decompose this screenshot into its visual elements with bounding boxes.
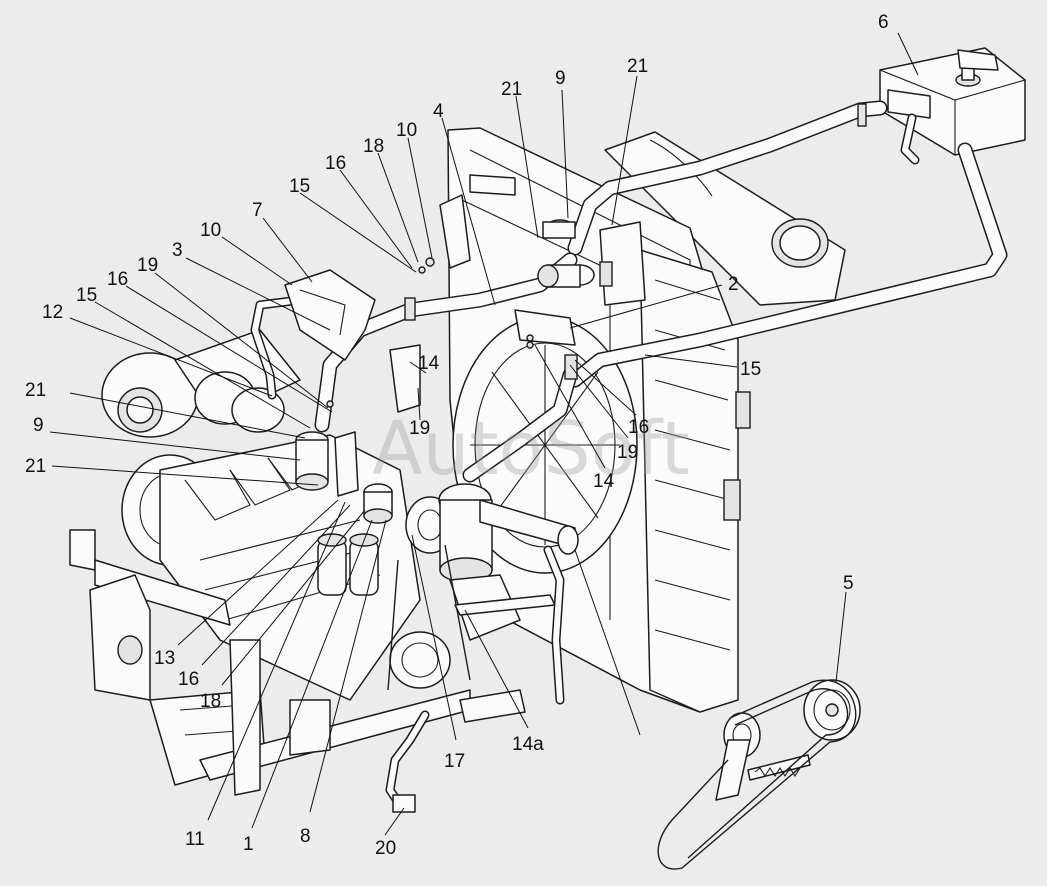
callout-7: 7 (252, 200, 263, 221)
callout-20: 20 (375, 838, 396, 859)
pump-assembly (387, 483, 579, 723)
callout-16: 16 (178, 669, 199, 690)
expansion-tank (879, 47, 1026, 156)
callout-8: 8 (300, 826, 311, 847)
callout-15: 15 (76, 285, 97, 306)
callout-2: 2 (728, 274, 739, 295)
watermark-text: AutoSoft (372, 406, 690, 492)
callout-10: 10 (396, 120, 417, 141)
callout-21: 21 (25, 456, 46, 477)
callout-9: 9 (33, 415, 44, 436)
callout-16: 16 (628, 417, 649, 438)
belt-tensioner-assembly (657, 679, 861, 870)
callout-14: 14 (418, 353, 440, 374)
callout-13: 13 (154, 648, 175, 669)
callout-6: 6 (878, 12, 889, 33)
callout-14: 14 (593, 471, 615, 492)
callout-4: 4 (433, 101, 444, 122)
callout-17: 17 (444, 751, 465, 772)
callout-9: 9 (555, 68, 566, 89)
callout-21: 21 (25, 380, 46, 401)
callout-19: 19 (617, 442, 638, 463)
coolant-pipes (250, 100, 1008, 813)
callout-12: 12 (42, 302, 63, 323)
callout-3: 3 (172, 240, 183, 261)
callout-19: 19 (409, 418, 430, 439)
callout-18: 18 (363, 136, 384, 157)
callout-18: 18 (200, 691, 221, 712)
callout-5: 5 (843, 573, 854, 594)
callout-16: 16 (325, 153, 346, 174)
callout-10: 10 (200, 220, 221, 241)
callout-1: 1 (243, 834, 254, 855)
callout-21: 21 (627, 56, 648, 77)
engine-assembly (69, 329, 471, 796)
callout-14a: 14a (512, 734, 544, 755)
leader-lines (49, 32, 919, 836)
callout-15: 15 (289, 176, 310, 197)
brackets-fittings (284, 103, 867, 524)
callout-labels: 6 21 9 21 4 10 18 16 15 7 10 3 19 16 15 … (25, 12, 889, 859)
callout-19: 19 (137, 255, 158, 276)
callout-16: 16 (107, 269, 128, 290)
radiator-assembly (439, 127, 846, 713)
callout-15: 15 (740, 359, 761, 380)
callout-11: 11 (185, 829, 205, 850)
callout-21: 21 (501, 79, 522, 100)
